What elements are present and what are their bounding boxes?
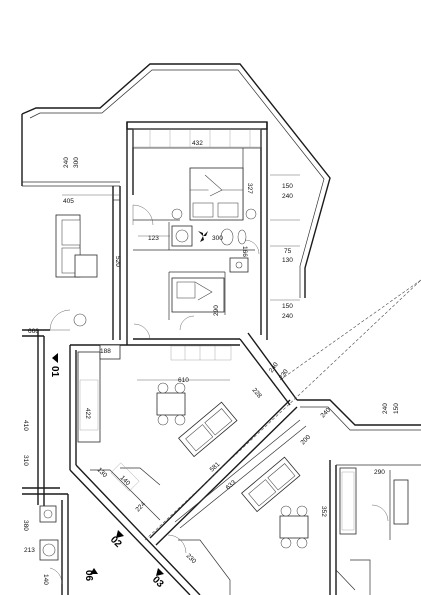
left-kitchen — [39, 344, 121, 561]
right-apartment-walls — [297, 399, 421, 595]
dim-228: 228 — [250, 387, 263, 400]
unit-06-label: 06 — [83, 570, 94, 582]
unit-03-arrow-icon — [156, 568, 164, 576]
dim-422: 422 — [84, 408, 91, 419]
dim-380: 380 — [22, 520, 29, 531]
dim-240a: 240 — [282, 193, 293, 200]
dim-224: 224 — [134, 501, 147, 514]
dim-290a: 290 — [213, 305, 220, 316]
dim-290b: 290 — [374, 469, 385, 476]
unit-01-label: 01 — [49, 366, 60, 378]
dimension-ticks — [62, 174, 300, 381]
dim-300a: 300 — [73, 157, 80, 168]
dim-240b: 240 — [63, 157, 70, 168]
sofa-upper-left — [55, 214, 98, 278]
dim-140b: 140 — [42, 574, 49, 585]
unit-labels: 01 02 03 06 — [49, 353, 166, 590]
dim-240f: 240 — [382, 403, 389, 414]
dimension-labels: 432 327 150 240 300 240 405 123 300 166 … — [22, 140, 400, 585]
terrace-outline — [21, 63, 331, 298]
wall-hatching — [132, 128, 262, 361]
double-bed-upper — [189, 167, 244, 221]
dim-520: 520 — [114, 256, 121, 267]
unit-06-arrow-icon — [90, 568, 98, 574]
dim-75: 75 — [284, 248, 292, 255]
dim-130: 130 — [282, 257, 293, 264]
fan-icon — [198, 231, 208, 242]
dim-310: 310 — [22, 455, 29, 466]
dim-240e: 240 — [319, 407, 332, 420]
dim-130b: 130 — [96, 466, 109, 479]
dim-150c: 150 — [393, 403, 400, 414]
dim-666: 666 — [28, 328, 39, 335]
dim-200: 200 — [299, 434, 312, 447]
dim-405: 405 — [63, 198, 74, 205]
bathroom-fixtures — [171, 225, 249, 273]
dim-150b: 150 — [282, 303, 293, 310]
left-apartment-walls — [22, 329, 201, 595]
dim-123: 123 — [148, 235, 159, 242]
dim-327: 327 — [246, 183, 253, 194]
central-diagonal-walls — [144, 279, 421, 546]
unit-02-label: 02 — [108, 534, 124, 550]
dining-table-2 — [279, 505, 309, 549]
bay-windows — [90, 462, 231, 595]
unit-01-arrow-icon — [52, 353, 58, 363]
dim-230a: 230 — [278, 368, 290, 381]
single-bed — [171, 277, 225, 313]
sofa-1 — [178, 401, 238, 458]
dim-166: 166 — [241, 246, 248, 257]
dim-300b: 300 — [212, 235, 223, 242]
unit-03-label: 03 — [150, 574, 166, 590]
dim-240c: 240 — [282, 313, 293, 320]
dim-610: 610 — [178, 377, 189, 384]
upper-apartment-walls — [112, 121, 298, 406]
unit-02-arrow-icon — [116, 530, 124, 538]
dim-150a: 150 — [282, 183, 293, 190]
dim-213: 213 — [24, 547, 35, 554]
dim-633: 633 — [225, 479, 238, 492]
door-swings-upper — [132, 204, 260, 341]
dim-230b: 230 — [185, 552, 198, 565]
dim-581: 581 — [209, 461, 222, 474]
dim-188: 188 — [100, 348, 111, 355]
dim-352: 352 — [320, 506, 327, 517]
dim-432: 432 — [192, 140, 203, 147]
dining-table-1 — [156, 382, 186, 426]
sofa-2 — [241, 456, 301, 513]
dim-140: 140 — [119, 474, 132, 487]
dim-410: 410 — [22, 420, 29, 431]
